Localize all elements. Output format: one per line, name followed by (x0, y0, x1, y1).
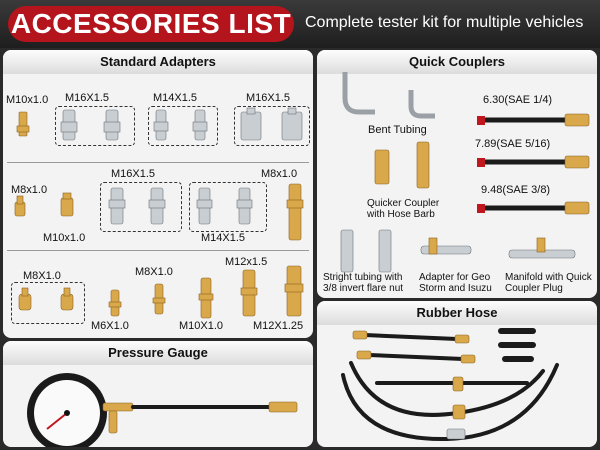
bent-tubing-label: Bent Tubing (368, 124, 427, 136)
pressure-gauge-heading: Pressure Gauge (3, 341, 313, 365)
adapter-label: M10X1.0 (179, 320, 224, 332)
adapter-group-box (55, 106, 135, 146)
hose-sleeve-icon (498, 328, 536, 362)
adapter-label: M10x1.0 (43, 232, 86, 244)
adapters-row2-illustration (14, 183, 304, 241)
adapter-m8-long-icon (286, 183, 304, 241)
adapter-m8-icon (14, 195, 26, 217)
adapter-m12x1.25-icon (284, 265, 304, 317)
adapter-m12x1.5-icon (240, 269, 258, 317)
manifold-label: Coupler Plug (505, 283, 563, 294)
adapter-group-box (100, 182, 182, 232)
coupler-size-label: 7.89(SAE 5/16) (475, 138, 551, 150)
adapter-m6-icon (108, 289, 122, 317)
quicker-coupler-label: Quicker Coupler (367, 198, 440, 209)
geo-adapter-icon (420, 237, 472, 255)
adapter-label: M16X1.5 (246, 92, 291, 104)
manifold-icon (508, 237, 576, 259)
quick-couplers-heading: Quick Couplers (317, 50, 597, 74)
adapter-label: M10x1.0 (6, 94, 49, 106)
hose-assembly-icon (341, 330, 559, 442)
rubber-hose-heading: Rubber Hose (317, 301, 597, 325)
adapter-label: M14X1.5 (153, 92, 198, 104)
geo-adapter-label: Adapter for Geo (419, 272, 491, 283)
adapter-label: M12x1.5 (225, 256, 268, 268)
adapter-label: M6X1.0 (91, 320, 129, 332)
adapter-label: M8x1.0 (261, 168, 298, 180)
adapter-m14-icon (153, 109, 208, 141)
pressure-gauge-panel: Pressure Gauge (3, 341, 313, 447)
manifold-label: Manifold with Quick (505, 272, 592, 283)
coupler-hose-icon (477, 113, 590, 215)
adapter-m16-icon (60, 109, 121, 141)
straight-tubing-label: 3/8 invert flare nut (323, 283, 404, 294)
row-divider (7, 250, 309, 251)
adapter-m16-long-icon (108, 187, 166, 225)
rubber-hose-panel: Rubber Hose (317, 301, 597, 447)
adapter-group-box (148, 106, 218, 146)
coupler-size-label: 9.48(SAE 3/8) (481, 184, 551, 196)
geo-adapter-label: Storm and Isuzu (419, 283, 492, 294)
quicker-coupler-label: with Hose Barb (367, 209, 435, 220)
row-divider (7, 162, 309, 163)
adapter-m16-hex-icon (240, 107, 303, 141)
adapter-label: M8x1.0 (11, 184, 48, 196)
quicker-coupler-icon (374, 141, 430, 189)
coupler-size-label: 6.30(SAE 1/4) (483, 94, 553, 106)
adapter-group-box (11, 282, 85, 324)
pressure-gauge-illustration (27, 373, 298, 447)
adapter-m10-brass-icon (60, 192, 74, 217)
adapter-group-box (234, 106, 310, 146)
adapters-row1-illustration (16, 107, 303, 141)
adapter-m8x1-icon (18, 287, 74, 311)
adapter-m8-brass-icon (152, 283, 166, 315)
straight-tubing-icon (340, 229, 392, 273)
adapter-group-box (189, 182, 267, 232)
adapter-label: M16X1.5 (65, 92, 110, 104)
standard-adapters-panel: Standard Adapters M10x1.0 M16X1.5 M14X1.… (3, 50, 313, 338)
gauge-hose-icon (102, 401, 298, 434)
header-bar: ACCESSORIES LIST Complete tester kit for… (0, 0, 600, 48)
adapters-row3-illustration (18, 265, 304, 319)
adapter-m10-icon (16, 111, 30, 137)
adapter-m14-long-icon (196, 187, 253, 225)
rubber-hose-illustration (341, 328, 559, 442)
adapter-label: M16X1.5 (111, 168, 156, 180)
gauge-dial-icon (27, 373, 107, 447)
page-subtitle: Complete tester kit for multiple vehicle… (305, 14, 584, 31)
couplers-illustration (340, 72, 590, 273)
page-title: ACCESSORIES LIST (8, 6, 294, 42)
adapter-m10x1-icon (198, 277, 214, 319)
adapter-label: M12X1.25 (253, 320, 304, 332)
standard-adapters-heading: Standard Adapters (3, 50, 313, 74)
quick-couplers-panel: Quick Couplers Bent Tubing Quicker Coupl… (317, 50, 597, 298)
adapter-label: M8X1.0 (135, 266, 173, 278)
adapter-label: M8X1.0 (23, 270, 61, 282)
bent-tubing-icon (342, 72, 435, 119)
adapter-label: M14X1.5 (201, 232, 246, 244)
straight-tubing-label: Stright tubing with (323, 272, 403, 283)
